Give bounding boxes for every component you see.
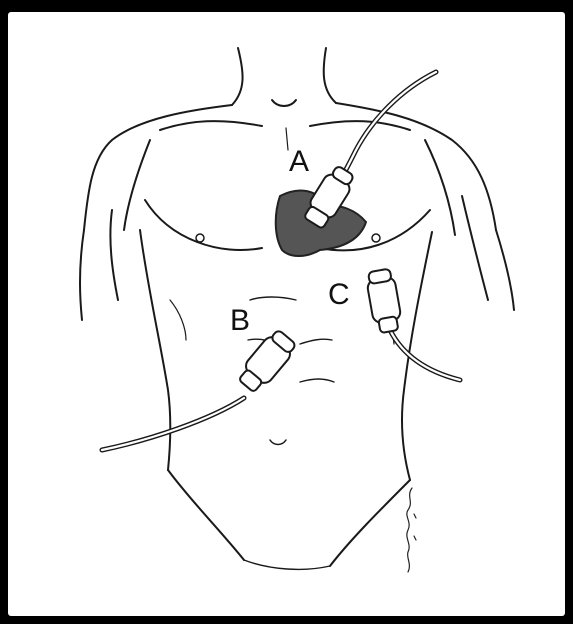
abs-upper: [250, 297, 296, 300]
right-arm-inner: [462, 196, 488, 300]
probe-c-cable: [390, 330, 460, 380]
probe-c-label: C: [328, 280, 350, 310]
neck-notch: [272, 100, 296, 106]
right-arm-outer: [496, 230, 514, 310]
probe-a-cable: [340, 72, 436, 180]
groin: [244, 560, 330, 569]
probe-c: [365, 268, 403, 334]
left-pec: [145, 200, 262, 250]
right-deltoid: [425, 140, 455, 235]
artist-signature: [398, 484, 420, 574]
left-arm-outer: [80, 230, 84, 320]
torso-right-side: [402, 232, 432, 480]
right-nipple: [372, 234, 380, 242]
neck-right-line: [324, 48, 336, 103]
probe-b: [235, 327, 299, 395]
right-clavicle: [310, 121, 410, 130]
probe-a-label: A: [289, 147, 309, 177]
sternum-line: [286, 128, 288, 150]
abs-lower: [300, 379, 334, 382]
left-deltoid: [124, 140, 150, 230]
left-clavicle: [160, 121, 262, 130]
ribs-left: [170, 300, 186, 340]
left-shoulder: [84, 105, 232, 230]
probe-c-cable-inner: [390, 330, 460, 380]
abs-mid-right: [300, 339, 332, 344]
probe-a-cable-inner: [340, 72, 436, 180]
probe-b-label: B: [230, 306, 250, 336]
navel: [270, 440, 286, 445]
probe-b-cable: [102, 398, 244, 450]
left-nipple: [196, 234, 204, 242]
neck-left-line: [232, 48, 243, 105]
left-arm-inner: [110, 210, 118, 300]
probe-b-cable-inner: [102, 398, 244, 450]
hip-left: [168, 470, 244, 560]
